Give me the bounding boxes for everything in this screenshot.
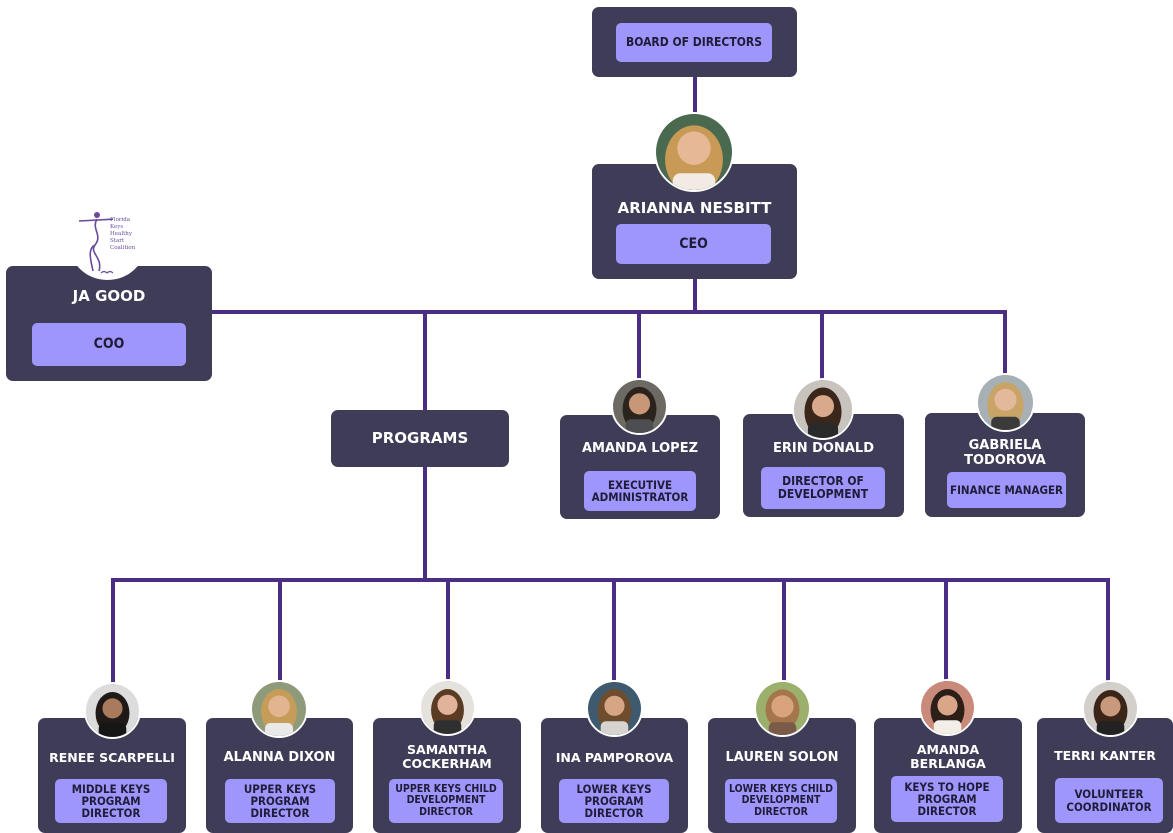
program-staff-card: AMANDA BERLANGA KEYS TO HOPE PROGRAM DIR… bbox=[874, 718, 1022, 833]
program-staff-name: INA PAMPOROVA bbox=[555, 750, 674, 765]
staff-name: ERIN DONALD bbox=[773, 441, 874, 456]
coalition-figure-icon bbox=[78, 212, 113, 274]
program-staff-card: LAUREN SOLON LOWER KEYS CHILD DEVELOPMEN… bbox=[708, 718, 856, 833]
program-staff-card: SAMANTHA COCKERHAM UPPER KEYS CHILD DEVE… bbox=[373, 718, 521, 833]
program-staff-avatar bbox=[586, 680, 643, 737]
program-staff-card: INA PAMPOROVA LOWER KEYS PROGRAM DIRECTO… bbox=[541, 718, 688, 833]
staff-avatar bbox=[792, 378, 854, 440]
board-of-directors-box: BOARD OF DIRECTORS bbox=[592, 7, 797, 77]
coo-box: JA GOOD COO bbox=[6, 266, 212, 381]
coalition-logo: Florida Keys Healthy Start Coalition bbox=[69, 207, 146, 280]
program-staff-avatar bbox=[754, 680, 811, 737]
program-staff-role: UPPER KEYS PROGRAM DIRECTOR bbox=[225, 779, 335, 823]
program-staff-avatar bbox=[250, 680, 308, 738]
coo-name: JA GOOD bbox=[72, 287, 146, 305]
program-staff-avatar bbox=[84, 682, 141, 739]
program-staff-card: TERRI KANTER VOLUNTEER COORDINATOR bbox=[1037, 718, 1173, 833]
staff-avatar bbox=[976, 373, 1035, 432]
program-staff-name: TERRI KANTER bbox=[1054, 748, 1156, 763]
staff-card: AMANDA LOPEZ EXECUTIVE ADMINISTRATOR bbox=[560, 415, 720, 519]
staff-avatar bbox=[611, 378, 668, 435]
program-staff-name: LAUREN SOLON bbox=[725, 750, 839, 765]
program-staff-avatar bbox=[419, 679, 476, 736]
program-staff-name: ALANNA DIXON bbox=[223, 750, 336, 765]
program-staff-role: LOWER KEYS CHILD DEVELOPMENT DIRECTOR bbox=[725, 779, 837, 823]
staff-name: GABRIELA TODOROVA bbox=[964, 438, 1046, 468]
program-staff-avatar bbox=[1082, 680, 1139, 737]
program-staff-name: SAMANTHA COCKERHAM bbox=[402, 742, 492, 772]
program-staff-name: AMANDA BERLANGA bbox=[910, 742, 986, 772]
programs-label: PROGRAMS bbox=[371, 429, 469, 447]
program-staff-role: LOWER KEYS PROGRAM DIRECTOR bbox=[559, 779, 669, 823]
program-staff-role: MIDDLE KEYS PROGRAM DIRECTOR bbox=[55, 779, 167, 823]
ceo-avatar bbox=[654, 112, 734, 192]
program-staff-role: KEYS TO HOPE PROGRAM DIRECTOR bbox=[891, 776, 1003, 822]
ceo-role: CEO bbox=[616, 224, 771, 264]
programs-box: PROGRAMS bbox=[331, 410, 509, 467]
ceo-box: ARIANNA NESBITT CEO bbox=[592, 164, 797, 279]
ceo-name: ARIANNA NESBITT bbox=[617, 199, 772, 217]
board-of-directors-label: BOARD OF DIRECTORS bbox=[616, 23, 772, 62]
staff-role: EXECUTIVE ADMINISTRATOR bbox=[584, 471, 696, 511]
program-staff-avatar bbox=[919, 679, 976, 736]
coo-role: COO bbox=[32, 323, 186, 366]
program-staff-name: RENEE SCARPELLI bbox=[49, 750, 175, 765]
staff-role: FINANCE MANAGER bbox=[947, 472, 1066, 508]
program-staff-role: VOLUNTEER COORDINATOR bbox=[1055, 778, 1163, 823]
staff-role: DIRECTOR OF DEVELOPMENT bbox=[761, 467, 885, 509]
coalition-logo-text: Florida Keys Healthy Start Coalition bbox=[110, 217, 136, 251]
staff-name: AMANDA LOPEZ bbox=[581, 441, 699, 456]
staff-card: GABRIELA TODOROVA FINANCE MANAGER bbox=[925, 413, 1085, 517]
program-staff-role: UPPER KEYS CHILD DEVELOPMENT DIRECTOR bbox=[389, 779, 503, 823]
